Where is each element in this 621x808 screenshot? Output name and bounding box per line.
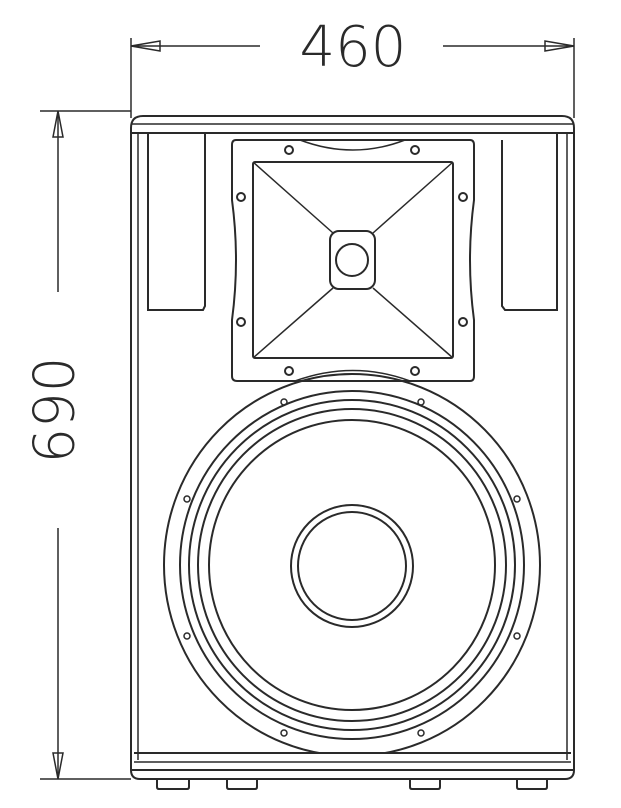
arrow-right-icon	[544, 40, 575, 52]
cabinet-feet	[156, 779, 548, 790]
horn-bolts	[236, 145, 468, 376]
arrow-down-icon	[52, 752, 64, 780]
cabinet	[130, 115, 575, 780]
arrow-up-icon	[52, 110, 64, 138]
arrow-left-icon	[130, 40, 161, 52]
width-dimension: 460	[130, 15, 575, 118]
left-handle-recess	[147, 133, 206, 311]
woofer-mounting-holes	[183, 398, 521, 737]
hf-horn	[231, 139, 475, 382]
height-dimension: 690	[22, 110, 131, 780]
lf-woofer	[163, 373, 541, 753]
width-label: 460	[300, 15, 407, 80]
height-label: 690	[22, 357, 87, 464]
right-handle-recess	[501, 133, 558, 311]
